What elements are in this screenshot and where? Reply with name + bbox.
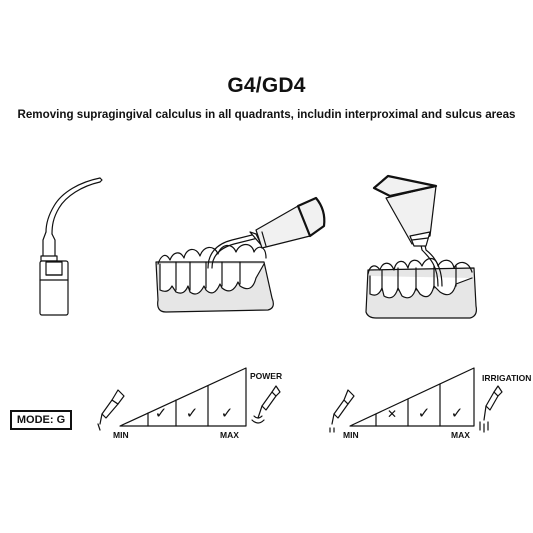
irrigation-scale-diagram <box>329 367 503 433</box>
irrigation-max-label: MAX <box>451 430 470 440</box>
interproximal-handpiece-illustration <box>365 174 477 319</box>
irrigation-heading: IRRIGATION <box>482 373 532 383</box>
scaler-tip-icon <box>39 177 103 316</box>
power-level-1-mark: ✓ <box>155 404 168 422</box>
power-scale-diagram <box>97 367 281 431</box>
power-heading: POWER <box>250 371 283 381</box>
page-title: G4/GD4 <box>227 74 306 97</box>
power-max-label: MAX <box>220 430 239 440</box>
irrigation-level-2-mark: ✓ <box>418 404 431 422</box>
irrigation-level-3-mark: ✓ <box>451 404 464 422</box>
power-min-label: MIN <box>113 430 129 440</box>
power-level-2-mark: ✓ <box>186 404 199 422</box>
page-subtitle: Removing supragingival calculus in all q… <box>17 108 516 121</box>
power-level-3-mark: ✓ <box>221 404 234 422</box>
irrigation-min-label: MIN <box>343 430 359 440</box>
irrigation-level-1-mark: ✕ <box>387 407 397 421</box>
mode-badge: MODE: G <box>10 410 72 430</box>
lower-jaw-handpiece-illustration <box>155 196 326 313</box>
